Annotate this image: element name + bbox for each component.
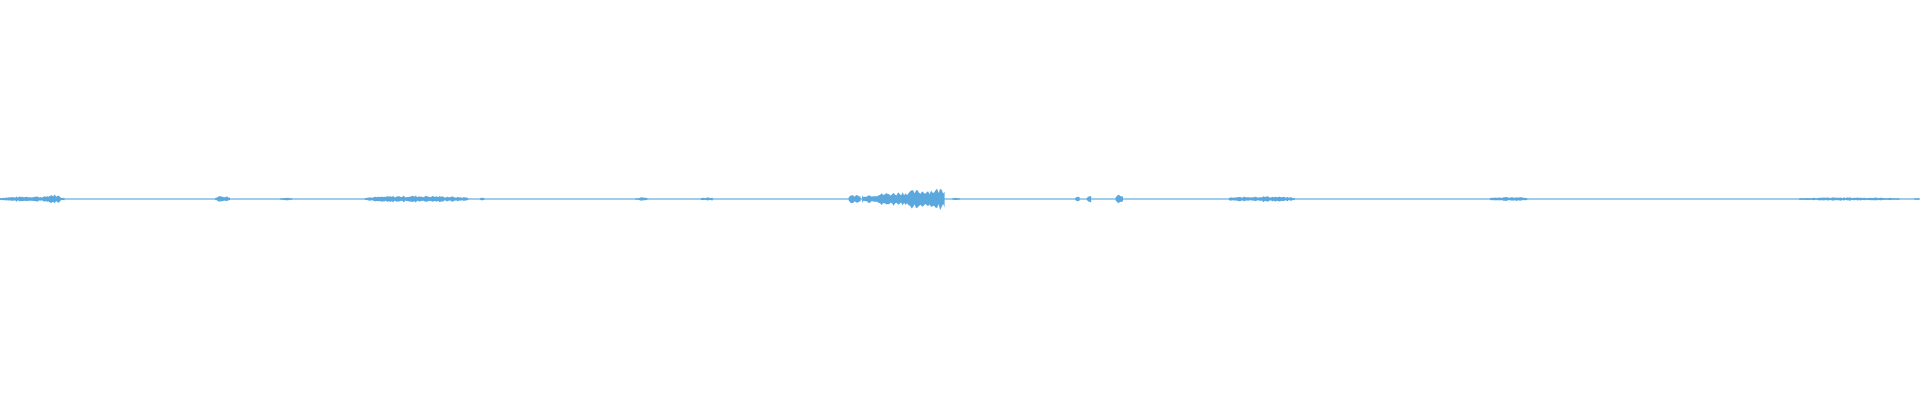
waveform-peaks — [0, 188, 1919, 211]
waveform-segment — [215, 196, 230, 202]
waveform-segment — [1228, 196, 1295, 203]
waveform-segment — [635, 197, 648, 201]
waveform-segment — [364, 195, 469, 203]
waveform-segment — [862, 188, 945, 211]
waveform-segment — [1914, 197, 1919, 200]
waveform-segment — [480, 197, 485, 201]
waveform-segment — [848, 195, 861, 204]
waveform-segment — [44, 194, 61, 204]
waveform-segment — [700, 197, 713, 201]
waveform-segment — [280, 197, 293, 201]
waveform-segment — [1086, 196, 1092, 203]
waveform-segment — [1075, 196, 1080, 202]
waveform-segment — [1489, 196, 1528, 201]
waveform-segment — [952, 197, 960, 201]
waveform-segment — [1115, 194, 1123, 204]
waveform-segment — [1799, 197, 1900, 201]
